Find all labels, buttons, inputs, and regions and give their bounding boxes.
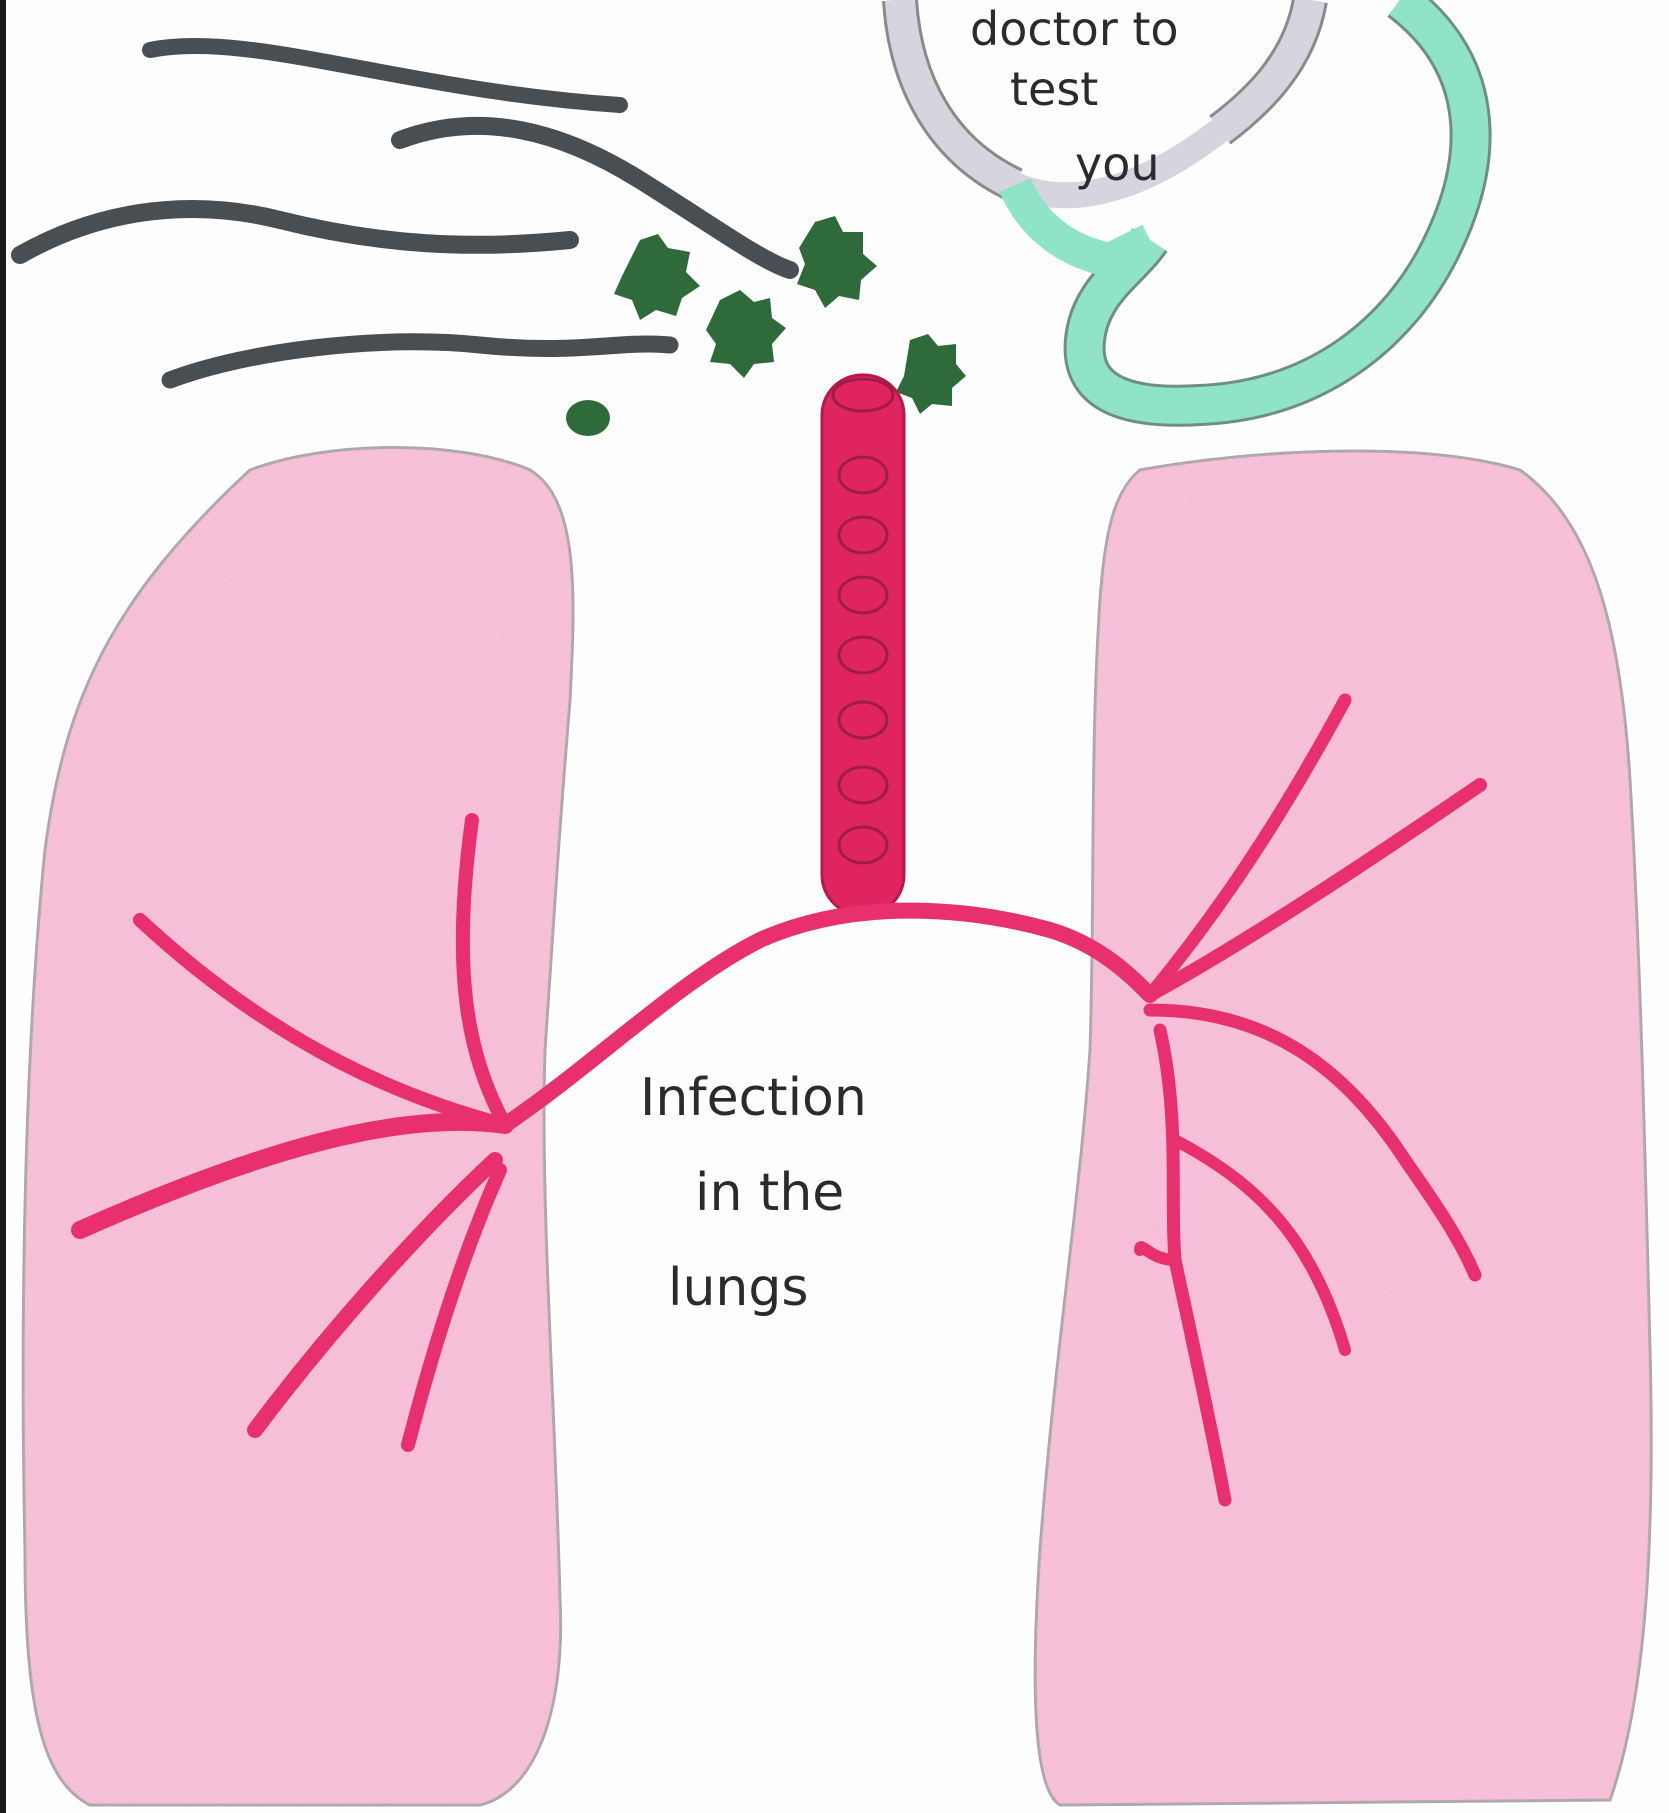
germ: [706, 290, 786, 378]
smoke-line: [170, 342, 670, 380]
stethoscope-text-line-1: doctor to: [970, 2, 1179, 56]
germ: [797, 216, 877, 308]
stethoscope-text-line-3: you: [1075, 137, 1160, 191]
germ: [566, 400, 610, 436]
smoke-lines-icon: [20, 46, 790, 380]
trachea-icon: [822, 375, 904, 915]
caption: Infection in the lungs: [640, 1068, 867, 1318]
stethoscope-text-line-2: test: [1010, 62, 1098, 116]
stethoscope-icon: doctor to test you: [900, 0, 1471, 406]
germ: [614, 234, 700, 320]
smoke-line: [150, 46, 620, 105]
germ: [896, 334, 966, 414]
smoke-line: [20, 209, 570, 255]
caption-line-1: Infection: [640, 1068, 867, 1128]
caption-line-2: in the: [695, 1163, 844, 1223]
caption-line-3: lungs: [668, 1258, 808, 1318]
